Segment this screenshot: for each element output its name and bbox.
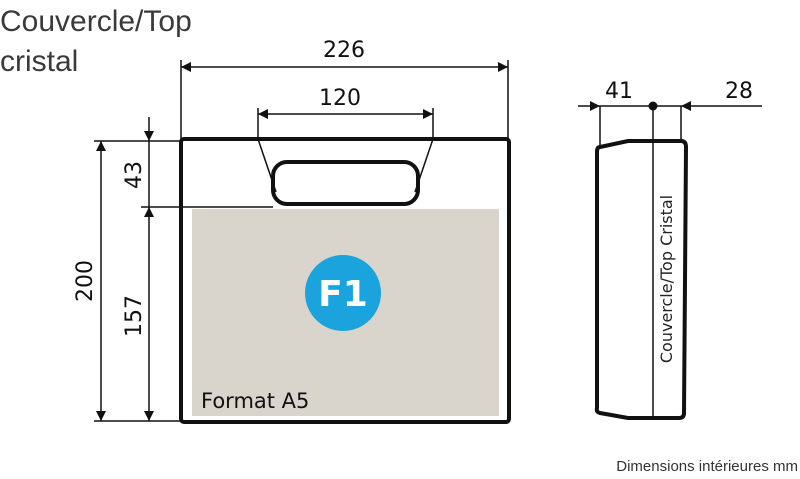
side-view: 41 28 Couvercle/Top Cristal — [578, 79, 762, 420]
top-section-label: 43 — [122, 161, 147, 189]
format-label: Format A5 — [201, 389, 309, 413]
title-line-2: cristal — [0, 45, 79, 78]
width-dimension-label: 226 — [323, 38, 365, 63]
side-profile-outline — [594, 139, 689, 420]
front-view: 226 120 200 43 157 F1 Format A5 — [73, 38, 511, 424]
height-dimension-label: 200 — [73, 260, 98, 302]
handle-taper-right — [414, 138, 434, 193]
depth-left-label: 41 — [605, 79, 633, 104]
dimensions-footnote: Dimensions intérieures mm — [616, 458, 798, 475]
format-badge — [305, 255, 381, 331]
side-reference-dot — [648, 101, 658, 111]
lower-section-label: 157 — [122, 295, 147, 337]
depth-right-label: 28 — [725, 79, 753, 104]
lid-vertical-label: Couvercle/Top Cristal — [657, 195, 676, 363]
case-outline — [179, 137, 511, 424]
format-badge-label: F1 — [318, 274, 368, 315]
diagram-title: Couvercle/Top cristal — [0, 2, 260, 82]
handle-slot — [271, 160, 420, 206]
handle-dimension-label: 120 — [319, 86, 361, 111]
title-line-1: Couvercle/Top — [0, 5, 192, 38]
handle-taper-left — [257, 138, 277, 193]
